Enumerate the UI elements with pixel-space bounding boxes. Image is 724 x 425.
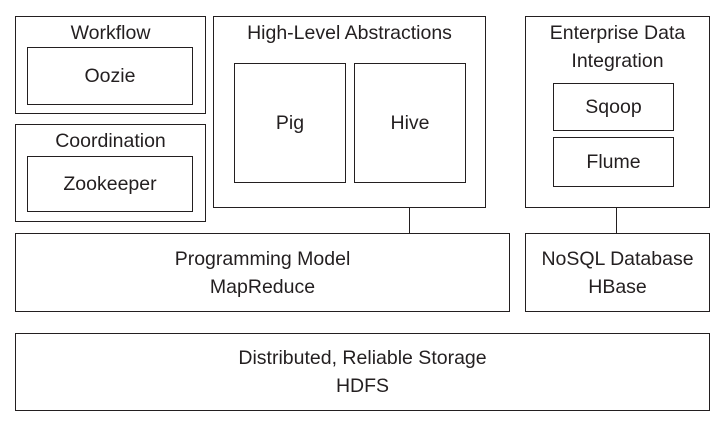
storage-label: Distributed, Reliable Storage xyxy=(238,347,487,369)
flume-box: Flume xyxy=(553,137,674,187)
oozie-box: Oozie xyxy=(27,47,193,105)
hbase-label: HBase xyxy=(588,275,647,298)
mapreduce-label: MapReduce xyxy=(209,275,316,298)
nosql-database-label: NoSQL Database xyxy=(541,247,694,270)
coordination-group: Coordination Zookeeper xyxy=(15,124,206,222)
workflow-group: Workflow Oozie xyxy=(15,16,206,114)
zookeeper-box: Zookeeper xyxy=(27,156,193,212)
abstractions-to-mapreduce-connector xyxy=(409,207,411,234)
programming-model-label: Programming Model xyxy=(174,247,351,270)
enterprise-group: Enterprise Data Integration Sqoop Flume xyxy=(525,16,710,208)
enterprise-to-hbase-connector xyxy=(616,207,618,234)
sqoop-box: Sqoop xyxy=(553,83,674,131)
coordination-title: Coordination xyxy=(55,130,166,152)
abstractions-group: High-Level Abstractions Pig Hive xyxy=(213,16,486,208)
pig-box: Pig xyxy=(234,63,346,183)
storage-box: Distributed, Reliable Storage HDFS xyxy=(15,333,710,411)
hdfs-label: HDFS xyxy=(335,375,390,397)
enterprise-title-line1: Enterprise Data xyxy=(549,22,686,44)
enterprise-title-line2: Integration xyxy=(571,50,664,72)
programming-model-box: Programming Model MapReduce xyxy=(15,233,510,312)
workflow-title: Workflow xyxy=(70,22,151,44)
nosql-database-box: NoSQL Database HBase xyxy=(525,233,710,312)
abstractions-title: High-Level Abstractions xyxy=(247,22,452,44)
hive-box: Hive xyxy=(354,63,466,183)
